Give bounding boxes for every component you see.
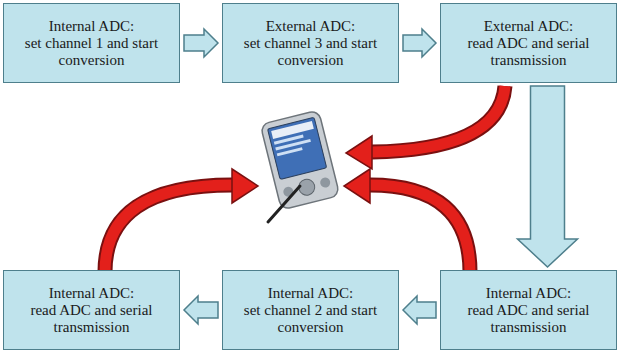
process-box: Internal ADC:set channel 1 and start con… (3, 3, 180, 83)
block-arrow (518, 86, 578, 267)
box-text: set channel 1 and start conversion (12, 35, 171, 69)
box-text: set channel 3 and start conversion (231, 35, 390, 69)
pda-icon (260, 110, 340, 210)
process-box: Internal ADC:read ADC and serial transmi… (3, 270, 180, 350)
block-arrow (184, 296, 218, 324)
stylus (268, 186, 300, 222)
block-arrow (403, 29, 436, 57)
box-heading: Internal ADC: (486, 285, 571, 302)
block-arrow (184, 29, 218, 57)
box-text: set channel 2 and start conversion (231, 302, 390, 336)
box-text: read ADC and serial transmission (449, 35, 608, 69)
process-box: Internal ADC:read ADC and serial transmi… (440, 270, 617, 350)
box-heading: Internal ADC: (49, 285, 134, 302)
box-text: read ADC and serial transmission (12, 302, 171, 336)
red-arrows (105, 86, 505, 272)
block-arrow (403, 296, 436, 324)
box-heading: External ADC: (484, 18, 574, 35)
process-box: External ADC:set channel 3 and start con… (222, 3, 399, 83)
box-text: read ADC and serial transmission (449, 302, 608, 336)
process-box: Internal ADC:set channel 2 and start con… (222, 270, 399, 350)
box-heading: External ADC: (266, 18, 356, 35)
box-heading: Internal ADC: (268, 285, 353, 302)
process-box: External ADC:read ADC and serial transmi… (440, 3, 617, 83)
box-heading: Internal ADC: (49, 18, 134, 35)
